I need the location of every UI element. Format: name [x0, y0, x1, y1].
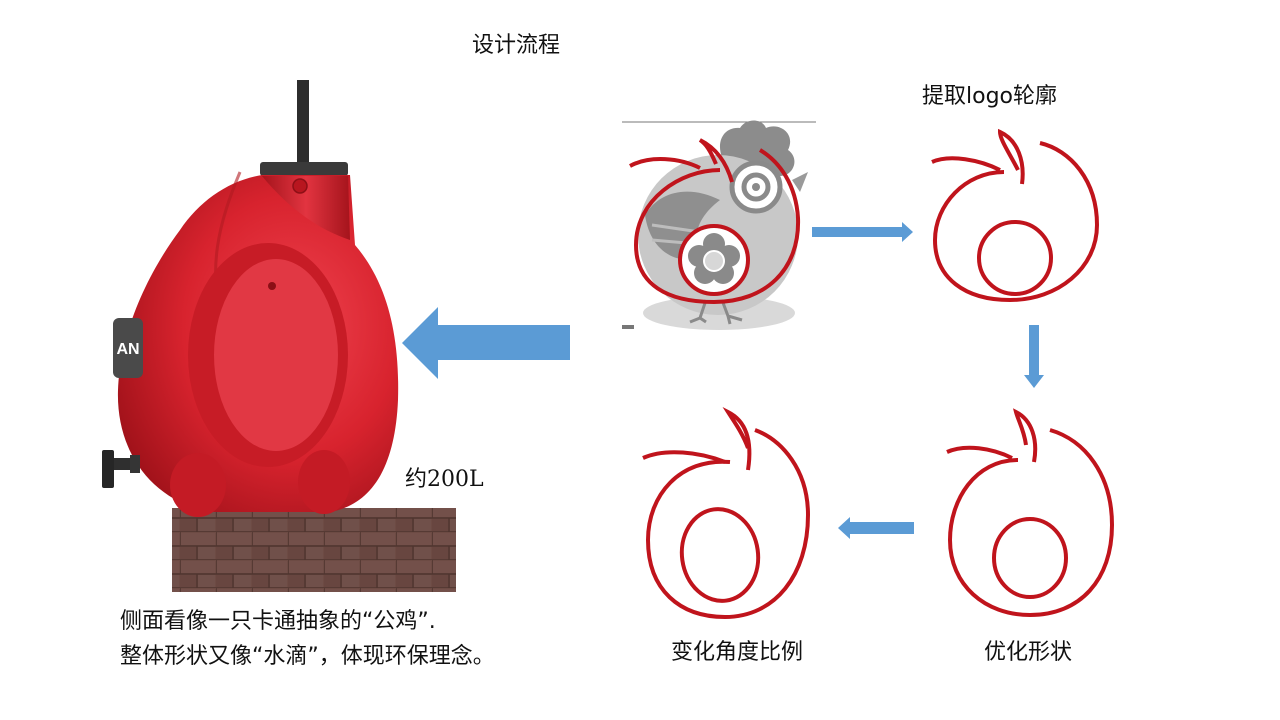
flower-center — [703, 250, 725, 272]
description-line-1: 侧面看像一只卡通抽象的“公鸡”. — [120, 609, 436, 634]
arrow-down — [1024, 325, 1044, 388]
faucet-fitting — [130, 455, 140, 473]
brick-base — [172, 508, 456, 592]
rooster-beak — [792, 172, 808, 192]
oval-panel-inner — [214, 259, 338, 451]
red-inner-circle — [678, 224, 750, 296]
volume-label: 约200L — [405, 467, 484, 492]
eye-pupil — [752, 183, 760, 191]
rooster-wing — [645, 191, 720, 260]
arrow-left — [838, 517, 914, 539]
filler-cap-ring — [260, 162, 348, 176]
optimized-shape — [946, 408, 1115, 618]
small-mark — [622, 325, 634, 329]
left-foot — [170, 453, 226, 517]
arrow-to-product — [402, 307, 570, 379]
product-description: 侧面看像一只卡通抽象的“公鸡”. 整体形状又像“水滴”，体现环保理念。 — [120, 604, 495, 674]
brand-text: AN — [116, 341, 139, 358]
cap-knob — [292, 178, 308, 194]
description-line-2: 整体形状又像“水滴”，体现环保理念。 — [120, 644, 495, 669]
page-title: 设计流程 — [472, 33, 561, 58]
rooster-feet — [689, 299, 743, 325]
faucet-valve — [102, 450, 114, 488]
panel-knob — [268, 282, 276, 290]
flower-icon — [688, 233, 740, 284]
filler-neck — [262, 176, 350, 240]
step-label-extract: 提取logo轮廓 — [922, 84, 1057, 109]
extracted-outline — [931, 128, 1100, 303]
red-outline-overlay — [629, 138, 801, 305]
varied-shape — [642, 407, 811, 620]
brand-label — [113, 318, 143, 378]
arrow-right — [812, 222, 913, 242]
step-label-vary: 变化角度比例 — [671, 640, 804, 665]
step-label-optimize: 优化形状 — [984, 640, 1073, 665]
right-foot — [298, 450, 350, 514]
vent-pipe — [297, 80, 309, 166]
